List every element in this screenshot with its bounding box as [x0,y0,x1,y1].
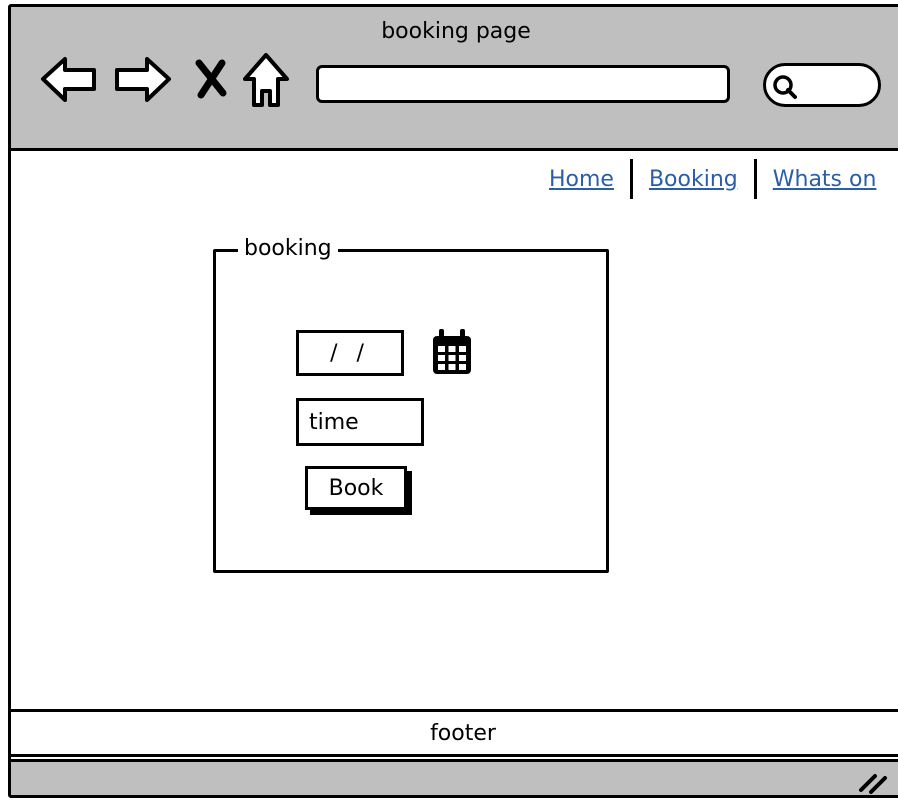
date-field[interactable]: / / [296,330,404,376]
status-bar [11,759,898,795]
resize-grip-icon[interactable] [857,770,891,794]
nav-link-whats-on[interactable]: Whats on [772,166,877,192]
nav-separator [753,159,757,199]
search-icon [773,75,797,99]
booking-group: booking / / time Book [213,236,609,573]
search-input[interactable] [763,63,881,107]
window-title: booking page [381,19,531,44]
footer: footer [11,709,898,757]
close-icon[interactable] [193,51,229,107]
back-icon[interactable] [39,51,99,107]
top-nav: Home Booking Whats on [549,159,876,199]
forward-icon[interactable] [111,51,173,107]
browser-window: booking page Home Booking Whats on [8,4,898,798]
home-icon[interactable] [241,51,291,111]
booking-group-label: booking [238,236,338,261]
calendar-icon[interactable] [430,328,474,378]
nav-link-home[interactable]: Home [549,166,614,192]
nav-separator [629,159,633,199]
book-button[interactable]: Book [305,466,407,510]
address-bar[interactable] [316,65,730,103]
footer-label: footer [430,720,496,746]
time-field[interactable]: time [296,398,424,446]
nav-link-booking[interactable]: Booking [648,166,738,192]
browser-toolbar: booking page [11,7,898,151]
